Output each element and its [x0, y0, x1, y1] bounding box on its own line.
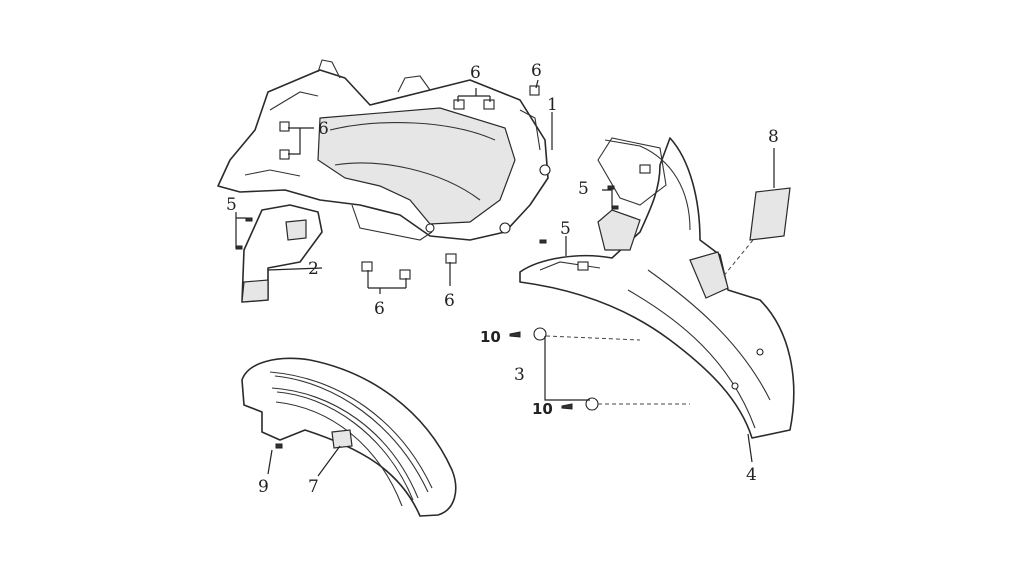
callout-10-upper: 10: [480, 328, 501, 346]
part-4-rear-fender: [519, 137, 795, 439]
callout-8: 8: [768, 127, 779, 147]
leader-lines: [235, 79, 775, 477]
callout-6-top: 6: [470, 63, 481, 83]
callout-5-right-lower: 5: [560, 219, 571, 239]
callout-5-right-upper: 5: [578, 179, 589, 199]
callout-6-top-right: 6: [531, 61, 542, 81]
callout-2: 2: [308, 259, 319, 279]
callout-10-lower: 10: [532, 400, 553, 418]
callout-6-bottom: 6: [374, 299, 385, 319]
part-2-bracket: [241, 204, 323, 303]
part-7-mud-guard: [241, 357, 457, 517]
callout-labels: 1 2 3 4 5 5 5 6 6 6 6 6 7 8 9 10 10: [226, 61, 779, 497]
callout-6-bottom-right: 6: [444, 291, 455, 311]
callout-4: 4: [746, 465, 757, 485]
part-8-reflector: [721, 187, 791, 279]
callout-1: 1: [547, 95, 558, 115]
callout-6-left: 6: [318, 119, 329, 139]
callout-5-left: 5: [226, 195, 237, 215]
hardware-fasteners: [235, 85, 690, 449]
callout-3: 3: [514, 365, 525, 385]
callout-7: 7: [308, 477, 319, 497]
part-1-inner-fender: [217, 59, 551, 241]
callout-9: 9: [258, 477, 269, 497]
